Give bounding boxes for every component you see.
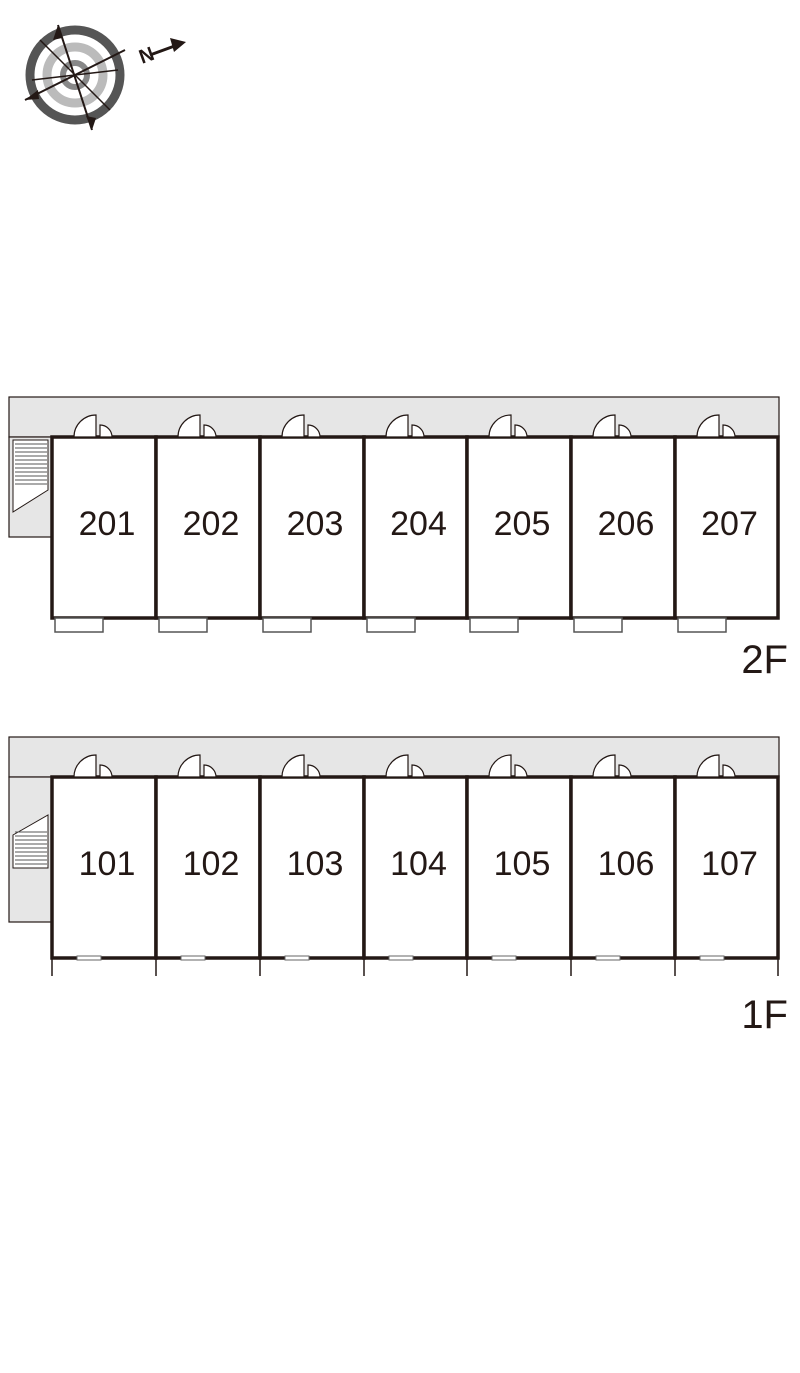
door-icon bbox=[281, 754, 321, 778]
window bbox=[76, 955, 102, 961]
door-icon bbox=[592, 414, 632, 438]
room-203: 203 bbox=[258, 414, 366, 633]
room-105: 105 bbox=[465, 754, 573, 976]
room-outline bbox=[50, 435, 158, 620]
compass-rose-icon bbox=[24, 24, 186, 131]
door-icon bbox=[385, 414, 425, 438]
door-icon bbox=[177, 414, 217, 438]
room-number: 207 bbox=[701, 505, 758, 543]
compass-north-label: N bbox=[136, 43, 157, 69]
door-icon bbox=[488, 754, 528, 778]
room-number: 102 bbox=[183, 845, 240, 883]
room-outline bbox=[154, 435, 262, 620]
window bbox=[284, 955, 310, 961]
balcony bbox=[262, 617, 312, 633]
balcony bbox=[677, 617, 727, 633]
door-icon bbox=[281, 414, 321, 438]
room-outline bbox=[673, 435, 780, 620]
window bbox=[388, 955, 414, 961]
balcony bbox=[469, 617, 519, 633]
room-207: 207 bbox=[673, 414, 780, 633]
balcony bbox=[366, 617, 416, 633]
window bbox=[491, 955, 517, 961]
room-104: 104 bbox=[362, 754, 469, 976]
room-outline bbox=[673, 775, 780, 960]
room-205: 205 bbox=[465, 414, 573, 633]
staircase-icon bbox=[12, 814, 49, 869]
room-101: 101 bbox=[50, 754, 158, 976]
room-106: 106 bbox=[569, 754, 677, 976]
room-number: 202 bbox=[183, 505, 240, 543]
room-number: 205 bbox=[494, 505, 551, 543]
room-outline bbox=[362, 775, 469, 960]
room-outline bbox=[258, 775, 366, 960]
room-107: 107 bbox=[673, 754, 780, 976]
balcony bbox=[573, 617, 623, 633]
door-icon bbox=[385, 754, 425, 778]
room-102: 102 bbox=[154, 754, 262, 976]
room-number: 105 bbox=[494, 845, 551, 883]
room-number: 206 bbox=[598, 505, 655, 543]
staircase-icon bbox=[12, 439, 49, 513]
balcony bbox=[54, 617, 104, 633]
door-icon bbox=[73, 414, 113, 438]
floor-label: 2F bbox=[741, 638, 788, 682]
window bbox=[180, 955, 206, 961]
door-icon bbox=[696, 754, 736, 778]
room-number: 204 bbox=[390, 505, 447, 543]
room-number: 104 bbox=[390, 845, 447, 883]
door-icon bbox=[592, 754, 632, 778]
room-number: 201 bbox=[79, 505, 136, 543]
room-204: 204 bbox=[362, 414, 469, 633]
room-outline bbox=[50, 775, 158, 960]
room-number: 103 bbox=[287, 845, 344, 883]
door-icon bbox=[73, 754, 113, 778]
room-202: 202 bbox=[154, 414, 262, 633]
room-number: 107 bbox=[701, 845, 758, 883]
door-icon bbox=[177, 754, 217, 778]
room-206: 206 bbox=[569, 414, 677, 633]
floor-label: 1F bbox=[741, 993, 788, 1037]
room-outline bbox=[362, 435, 469, 620]
room-number: 101 bbox=[79, 845, 136, 883]
floor-2F: 201 202 203 204 205 206 207 2F bbox=[8, 396, 788, 682]
balcony bbox=[158, 617, 208, 633]
window bbox=[699, 955, 725, 961]
room-103: 103 bbox=[258, 754, 366, 976]
floor-1F: 101 102 103 104 105 106 107 1F bbox=[8, 736, 788, 1037]
room-201: 201 bbox=[50, 414, 158, 633]
room-outline bbox=[569, 775, 677, 960]
window bbox=[595, 955, 621, 961]
door-icon bbox=[488, 414, 528, 438]
room-number: 106 bbox=[598, 845, 655, 883]
room-number: 203 bbox=[287, 505, 344, 543]
door-icon bbox=[696, 414, 736, 438]
